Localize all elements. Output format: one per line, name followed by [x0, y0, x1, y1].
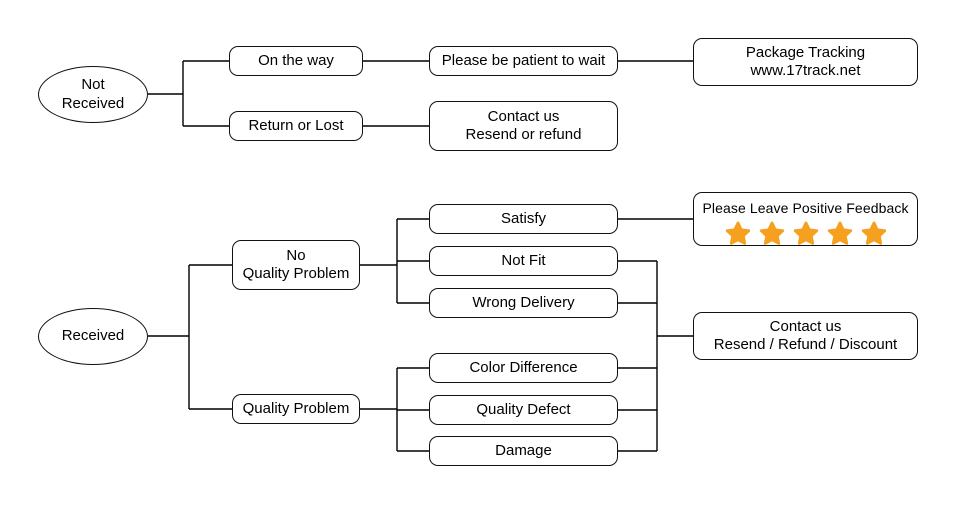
node-label-line: Satisfy: [500, 209, 546, 227]
node-label-line: On the way: [258, 51, 334, 69]
node-label-line: Return or Lost: [248, 116, 344, 134]
node-color-difference[interactable]: Color Difference: [429, 353, 618, 383]
node-wrong-delivery[interactable]: Wrong Delivery: [429, 288, 618, 318]
node-not-received[interactable]: Not Received: [38, 66, 148, 123]
node-label-line: Received: [61, 327, 125, 345]
node-label-line: Resend / Refund / Discount: [713, 336, 898, 353]
node-received[interactable]: Received: [38, 308, 148, 365]
star-icon[interactable]: [725, 221, 751, 247]
node-return-or-lost[interactable]: Return or Lost: [229, 111, 363, 141]
node-label-line: Contact us: [487, 107, 560, 125]
node-package-tracking[interactable]: Package Tracking www.17track.net: [693, 38, 918, 86]
node-satisfy[interactable]: Satisfy: [429, 204, 618, 234]
star-icon[interactable]: [759, 221, 785, 247]
node-label-line: Quality Defect: [476, 400, 571, 418]
node-label-line: No: [286, 246, 306, 264]
node-label-line: Please be patient to wait: [441, 51, 606, 69]
node-label-line: Package Tracking: [745, 43, 866, 61]
node-no-quality-problem[interactable]: No Quality Problem: [232, 240, 360, 290]
node-contact-us-resend-refund-discount[interactable]: Contact us Resend / Refund / Discount: [693, 312, 918, 360]
node-label-line: Quality Problem: [242, 265, 350, 282]
node-label-line: Damage: [495, 441, 552, 459]
star-icon[interactable]: [827, 221, 853, 247]
feedback-caption: Please Leave Positive Feedback: [702, 200, 909, 216]
node-label-line: Resend or refund: [465, 126, 582, 143]
node-label-line: www.17track.net: [750, 62, 861, 79]
node-not-fit[interactable]: Not Fit: [429, 246, 618, 276]
node-on-the-way[interactable]: On the way: [229, 46, 363, 76]
node-label-line: Not: [81, 76, 105, 94]
node-label-line: Color Difference: [469, 358, 578, 376]
node-quality-problem[interactable]: Quality Problem: [232, 394, 360, 424]
node-label-line: Contact us: [769, 317, 842, 335]
node-label-line: Quality Problem: [242, 399, 350, 417]
node-positive-feedback[interactable]: Please Leave Positive Feedback: [693, 192, 918, 246]
node-label-line: Not Fit: [501, 251, 546, 269]
node-contact-us-resend-refund[interactable]: Contact us Resend or refund: [429, 101, 618, 151]
star-icon[interactable]: [861, 221, 887, 247]
node-please-be-patient[interactable]: Please be patient to wait: [429, 46, 618, 76]
star-icon[interactable]: [793, 221, 819, 247]
node-label-line: Wrong Delivery: [472, 293, 575, 311]
node-quality-defect[interactable]: Quality Defect: [429, 395, 618, 425]
node-label-line: Received: [61, 94, 125, 112]
node-damage[interactable]: Damage: [429, 436, 618, 466]
star-rating[interactable]: [725, 221, 887, 247]
